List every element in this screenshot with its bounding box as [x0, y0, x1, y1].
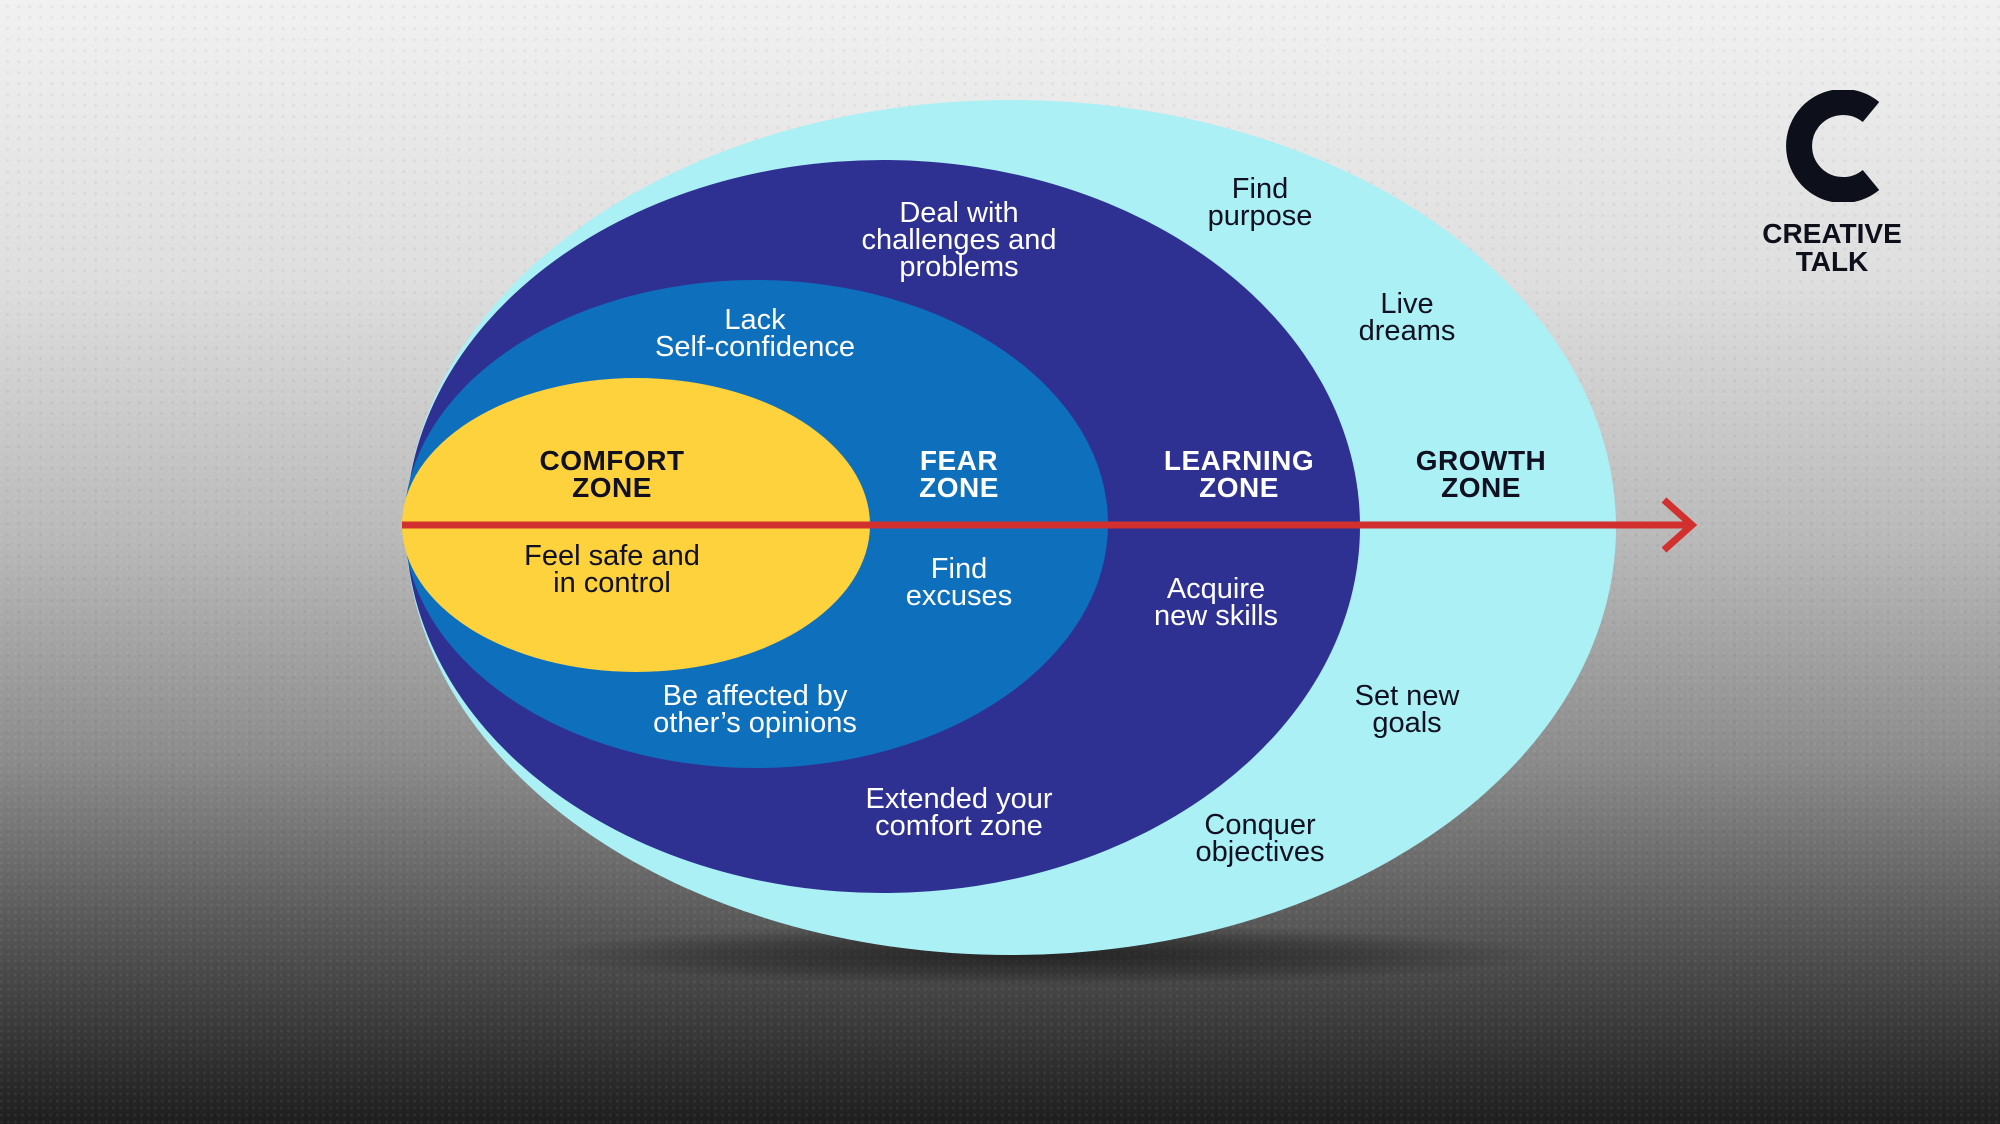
growth-item-live-dreams: Live dreams — [1358, 288, 1456, 347]
fear-item-affected-opinions: Be affected by other’s opinions — [653, 680, 857, 739]
comfort-zone-title: COMFORT ZONE — [539, 445, 685, 503]
learning-item-extended-comfort: Extended your comfort zone — [865, 783, 1053, 842]
arrow-head — [1661, 497, 1698, 553]
learning-zone-title: LEARNING ZONE — [1163, 445, 1315, 503]
creative-talk-wordmark: CREATIVE TALK — [1762, 218, 1902, 277]
creative-talk-c-icon — [1786, 90, 1880, 202]
growth-item-conquer-objectives: Conquer objectives — [1195, 809, 1325, 868]
growth-zone-title: GROWTH ZONE — [1415, 445, 1547, 503]
fear-item-lack-confidence: Lack Self-confidence — [655, 304, 855, 363]
fear-item-find-excuses: Find excuses — [905, 553, 1013, 612]
growth-item-set-goals: Set new goals — [1354, 680, 1460, 739]
comfort-item-feel-safe: Feel safe and in control — [524, 540, 700, 599]
growth-item-find-purpose: Find purpose — [1207, 173, 1313, 232]
learning-item-deal-challenges: Deal with challenges and problems — [861, 197, 1057, 283]
learning-item-acquire-skills: Acquire new skills — [1153, 573, 1279, 632]
fear-zone-title: FEAR ZONE — [919, 445, 999, 503]
